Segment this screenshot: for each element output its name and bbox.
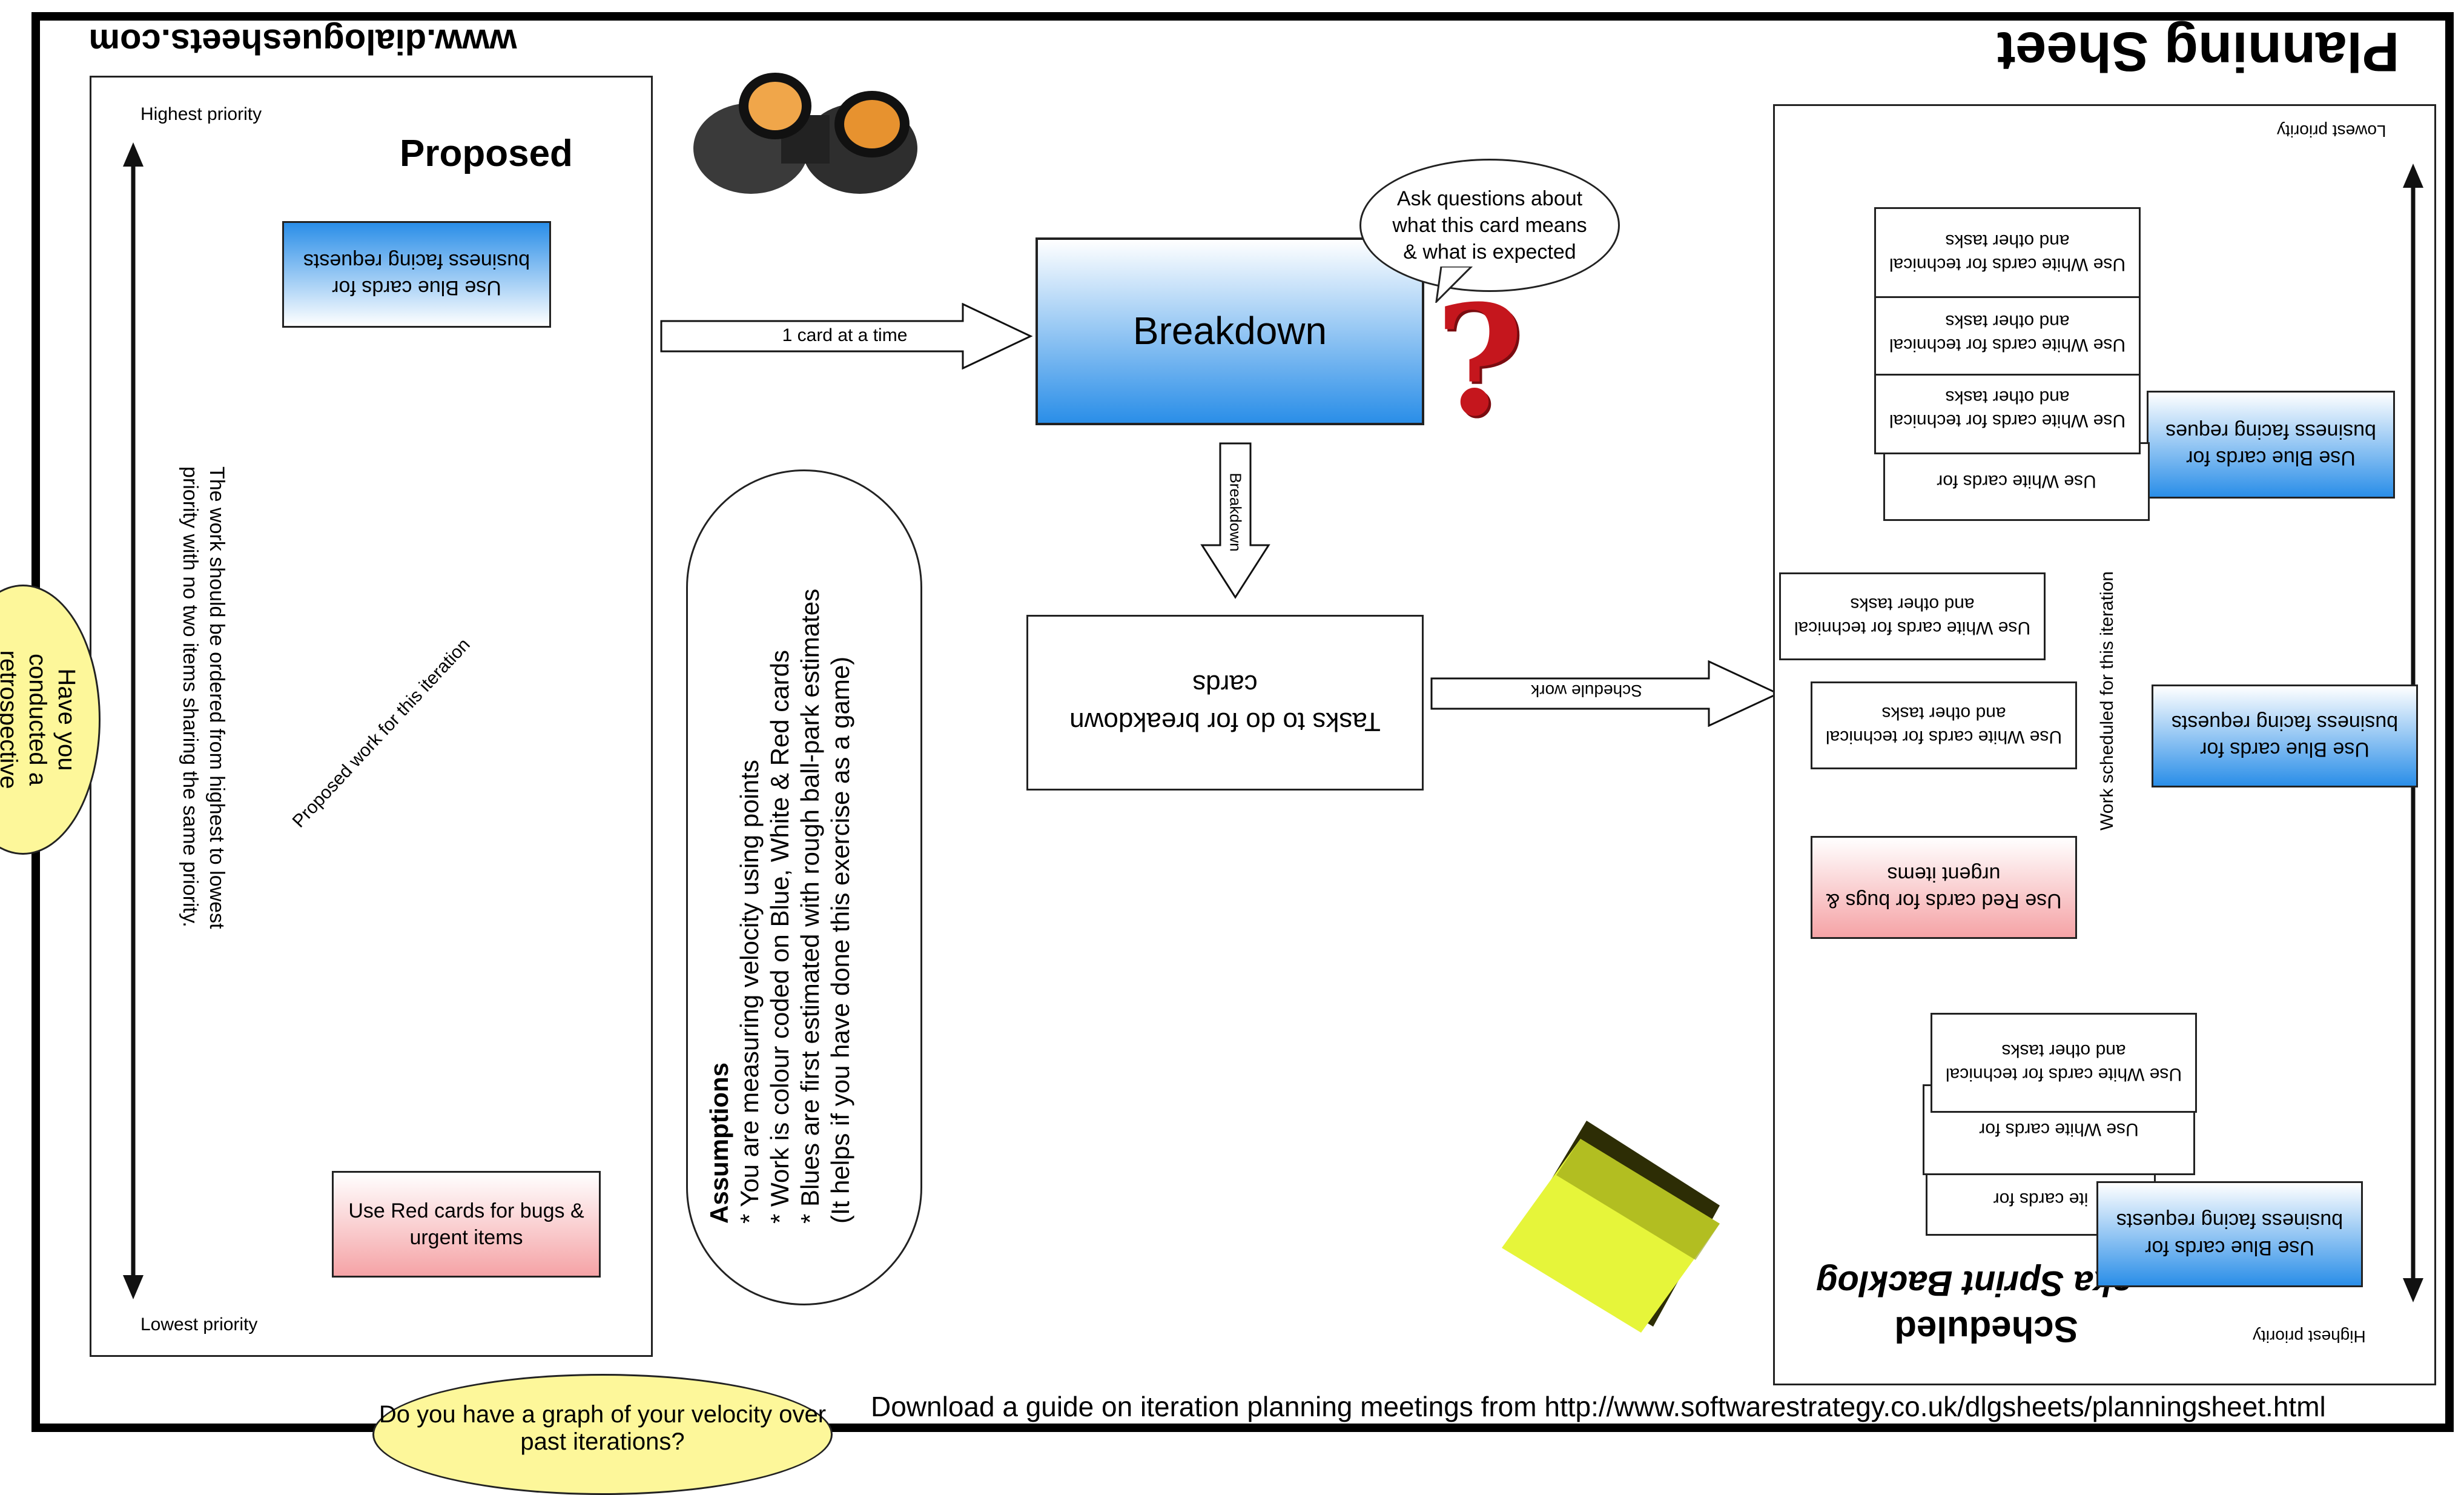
scheduled-white-card-3[interactable]: Use White cards for technical and other … (1874, 291, 2141, 376)
one-card-arrow-label: 1 card at a time (782, 325, 908, 345)
question-bubble-text: Ask questions about what this card means… (1392, 187, 1587, 264)
scheduled-white-card-8-text: Use White cards for (1979, 1119, 2139, 1140)
tasks-card[interactable]: Tasks to do for breakdown cards (1026, 615, 1424, 791)
proposed-red-card[interactable]: Use Red cards for bugs & urgent items (332, 1171, 601, 1278)
scheduled-white-card-6[interactable]: Use White cards for technical and other … (1779, 572, 2046, 660)
proposed-heading: Proposed (400, 133, 573, 174)
proposed-ordering-note: The work should be ordered from highest … (179, 466, 228, 929)
assumptions-text: Assumptions * You are measuring velocity… (704, 509, 904, 1224)
velocity-cloud-text: Do you have a graph of your velocity ove… (378, 1401, 827, 1455)
scheduled-subheading: aka Sprint Backlog (1815, 1264, 2133, 1303)
breakdown-down-arrow (1200, 442, 1270, 599)
scheduled-white-card-1-text: Use White cards for (1937, 471, 2096, 492)
one-card-arrow (660, 303, 1033, 370)
scheduled-white-card-9[interactable]: Use White cards for technical and other … (1931, 1013, 2197, 1113)
proposed-highest-priority: Highest priority (140, 104, 262, 124)
scheduled-blue-card-3[interactable]: Use Blue cards for business facing reque… (2096, 1181, 2363, 1287)
page-title: Planning Sheet (1997, 21, 2400, 82)
scheduled-blue-card-3-text: Use Blue cards for business facing reque… (2116, 1209, 2343, 1259)
assumptions-title: Assumptions (705, 1062, 733, 1224)
scheduled-white-card-4-text: Use White cards for technical and other … (1889, 231, 2126, 274)
retrospective-cloud-text: Have you conducted a retrospective on (0, 650, 80, 789)
assumption-line-3: * Blues are first estimated with rough b… (796, 588, 824, 1224)
scheduled-red-card[interactable]: Use Red cards for bugs & urgent items (1811, 836, 2077, 939)
scheduled-lowest-priority: Lowest priority (2277, 122, 2386, 141)
proposed-priority-arrow (123, 142, 144, 1299)
scheduled-blue-card-2[interactable]: Use Blue cards for business facing reque… (2152, 685, 2418, 787)
proposed-red-card-text: Use Red cards for bugs & urgent items (348, 1199, 584, 1249)
velocity-cloud: Do you have a graph of your velocity ove… (372, 1374, 833, 1495)
question-mark-icon: ? (1435, 271, 1524, 449)
assumptions-pill (686, 469, 922, 1305)
scheduled-white-card-2-text: Use White cards for technical and other … (1889, 387, 2126, 431)
scheduled-white-card-4[interactable]: Use White cards for technical and other … (1874, 207, 2141, 298)
scheduled-blue-card-1[interactable]: Use Blue cards for business facing reque… (2147, 391, 2395, 499)
question-bubble: Ask questions about what this card means… (1359, 159, 1620, 292)
schedule-work-label: Schedule work (1531, 681, 1642, 700)
sticky-note-icon (1502, 1121, 1720, 1333)
breakdown-box[interactable]: Breakdown (1035, 237, 1424, 425)
download-footer: Download a guide on iteration planning m… (871, 1391, 2326, 1422)
proposed-lowest-priority: Lowest priority (140, 1314, 258, 1334)
breakdown-arrow-label: Breakdown (1226, 472, 1245, 552)
scheduled-side-label: Work scheduled for this iteration (2097, 571, 2117, 830)
proposed-blue-card-text: Use Blue cards for business facing reque… (303, 250, 530, 300)
binoculars-icon (693, 73, 917, 194)
scheduled-white-card-7-text: ite cards for (1993, 1189, 2089, 1210)
assumption-line-1: * You are measuring velocity using point… (735, 760, 764, 1224)
tasks-card-text: Tasks to do for breakdown cards (1069, 669, 1381, 737)
scheduled-heading: Scheduled (1894, 1309, 2078, 1350)
scheduled-red-card-text: Use Red cards for bugs & urgent items (1826, 863, 2062, 913)
scheduled-highest-priority: Highest priority (2253, 1327, 2366, 1346)
scheduled-white-card-6-text: Use White cards for technical and other … (1794, 594, 2031, 638)
scheduled-white-card-3-text: Use White cards for technical and other … (1889, 311, 2126, 355)
scheduled-white-card-2[interactable]: Use White cards for technical and other … (1874, 363, 2141, 454)
proposed-blue-card[interactable]: Use Blue cards for business facing reque… (282, 221, 551, 328)
assumption-line-2: * Work is colour coded on Blue, White & … (765, 650, 794, 1224)
bubble-tail (1435, 267, 1473, 303)
website-label: www.dialoguesheets.com (88, 22, 517, 61)
scheduled-blue-card-1-text: Use Blue cards for business facing reque… (2165, 420, 2376, 470)
scheduled-white-card-5-text: Use White cards for technical and other … (1825, 703, 2063, 748)
scheduled-white-card-9-text: Use White cards for technical and other … (1945, 1041, 2182, 1085)
schedule-work-arrow (1430, 660, 1780, 727)
scheduled-white-card-5[interactable]: Use White cards for technical and other … (1811, 681, 2077, 769)
breakdown-box-label: Breakdown (1132, 309, 1327, 353)
assumption-line-4: (It helps if you have done this exercise… (826, 656, 854, 1224)
scheduled-blue-card-2-text: Use Blue cards for business facing reque… (2171, 711, 2399, 761)
